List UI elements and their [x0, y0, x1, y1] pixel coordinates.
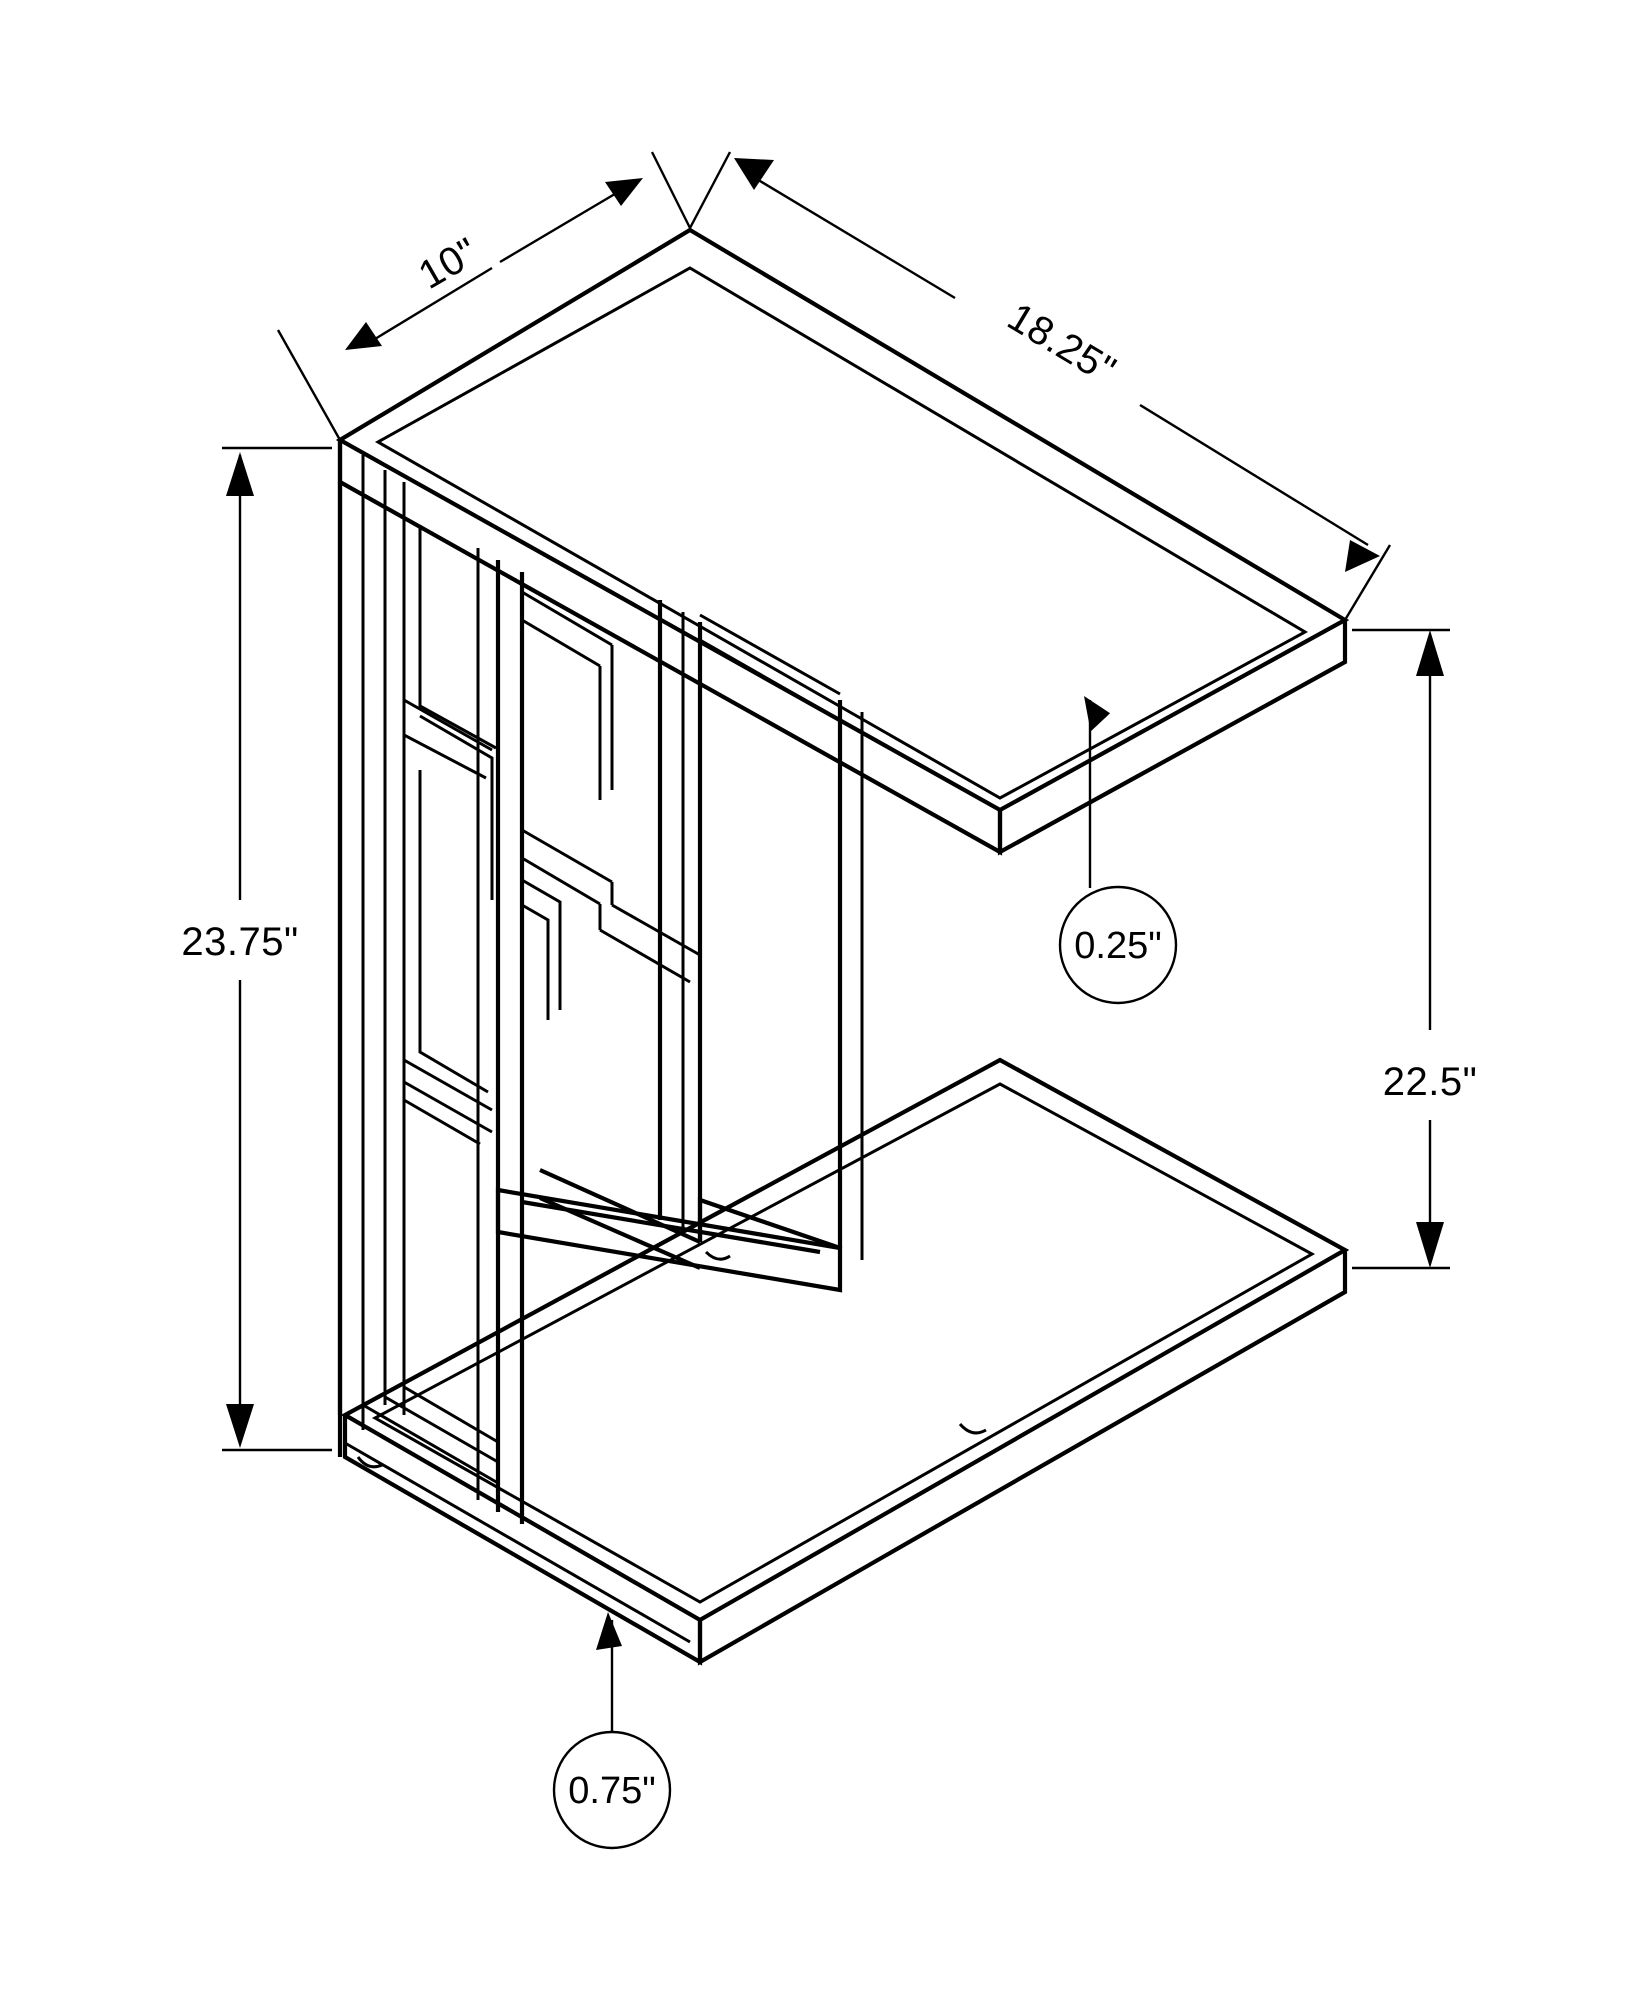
dimension-label-height-clearance: 22.5": [1383, 1060, 1478, 1104]
floor-glide-left: [356, 1456, 383, 1469]
dimension-height-23in: 23.75": [181, 446, 332, 1452]
dimension-depth-10in: 10": [276, 151, 692, 441]
center-vertical-post: [657, 600, 703, 1242]
dimension-label-width: 18.25": [1000, 295, 1123, 393]
dimension-width-18in: 18.25": [688, 151, 1392, 621]
dimension-label-height-overall: 23.75": [181, 920, 298, 964]
callout-label-top-thickness: 0.25": [1074, 925, 1161, 967]
callout-frame-thickness: 0.75": [552, 1612, 672, 1850]
base-front-brace: [476, 1468, 525, 1524]
callout-circle-frame-thickness: [552, 1730, 672, 1850]
upper-stretcher: [699, 613, 841, 722]
left-outer-post: [337, 440, 365, 1457]
base-rear-rail: [362, 1385, 499, 1485]
base-plate: [340, 1057, 1350, 1666]
callout-label-frame-thickness: 0.75": [568, 1770, 655, 1812]
right-outer-post: [837, 700, 864, 1260]
callout-top-thickness: 0.25": [1058, 696, 1178, 1005]
dimension-label-depth: 10": [411, 230, 485, 298]
c-inner-corner: [539, 1168, 841, 1270]
floor-glide-inner: [704, 1250, 731, 1261]
dimension-height-22in: 22.5": [1352, 628, 1478, 1270]
callout-circle-top-thickness: [1058, 885, 1178, 1005]
lattice-side-panel: [383, 470, 701, 1492]
floor-glide-front: [958, 1422, 987, 1435]
